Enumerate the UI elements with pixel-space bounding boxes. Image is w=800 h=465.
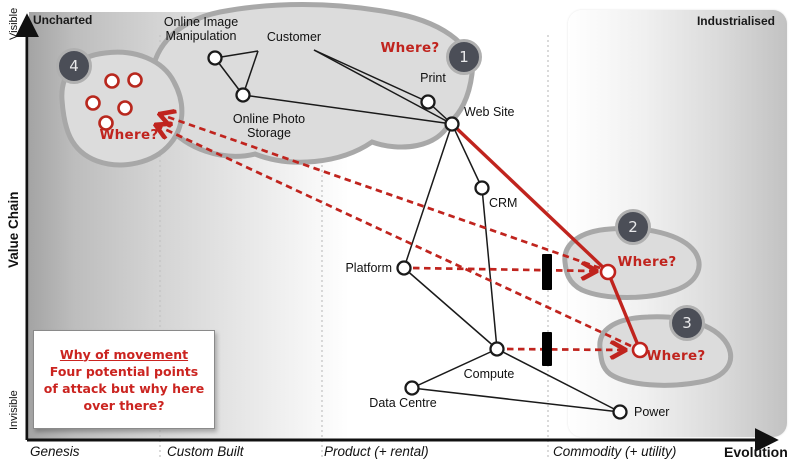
attack-line: [606, 271, 642, 351]
platform-label: Platform: [272, 261, 392, 275]
power-label-line: Power: [634, 405, 670, 419]
note-body: Four potential points of attack but why …: [43, 363, 205, 413]
component-nodes: [85, 50, 649, 420]
where-1: Where?: [380, 40, 440, 56]
movement-arrow: [158, 126, 632, 348]
node-web-site: [444, 116, 460, 132]
candidate-dot: [104, 73, 120, 89]
stage-custom-built: Custom Built: [167, 444, 244, 459]
movement-arrow: [162, 115, 601, 270]
print-label-line: Print: [420, 71, 446, 85]
evolution-label: Evolution: [724, 444, 788, 460]
where-2-node: [599, 263, 617, 281]
platform-label-line: Platform: [345, 261, 392, 275]
node-platform: [396, 260, 412, 276]
link: [411, 387, 621, 413]
candidate-dot: [85, 95, 101, 111]
movement-arrow: [412, 268, 594, 271]
component-links: [214, 49, 621, 413]
link: [242, 50, 259, 96]
crm-label: CRM: [489, 196, 517, 210]
node-power: [612, 404, 628, 420]
compute-label-line: Compute: [463, 367, 515, 381]
data-centre-label: Data Centre: [369, 396, 436, 410]
badge-4: 4: [56, 48, 92, 84]
stage-commodity: Commodity (+ utility): [553, 444, 677, 459]
compute-label: Compute: [464, 367, 515, 381]
attack-line: [450, 122, 610, 274]
crm-label-line: CRM: [489, 196, 518, 210]
where-3: Where?: [646, 348, 706, 364]
movement-arrows: [158, 115, 632, 350]
link: [481, 187, 498, 350]
value-chain-label: Value Chain: [6, 191, 21, 268]
inertia-bar: [542, 332, 552, 366]
online-image-manipulation-label-line: Online Image: [163, 15, 239, 29]
movement-arrow: [506, 349, 623, 350]
web-site-label-line: Web Site: [464, 105, 515, 119]
node-print: [420, 94, 436, 110]
link: [403, 267, 498, 350]
stage-product: Product (+ rental): [324, 444, 429, 459]
node-online-image-manipulation: [207, 50, 223, 66]
node-online-photo-storage: [235, 87, 251, 103]
web-site-label: Web Site: [464, 105, 515, 119]
note-title: Why of movement: [59, 346, 189, 362]
annotation-note: Why of movement Four potential points of…: [33, 330, 215, 429]
industrialised-label: Industrialised: [696, 14, 775, 28]
power-label: Power: [634, 405, 669, 419]
visible-label: Visible: [8, 7, 20, 40]
link: [313, 49, 429, 103]
customer-label-line: Customer: [266, 30, 322, 44]
uncharted-label: Uncharted: [33, 13, 93, 27]
where-2: Where?: [617, 254, 677, 270]
candidate-dot: [127, 72, 143, 88]
badge-3: 3: [669, 305, 705, 341]
attack-path-solid: [450, 122, 642, 351]
link: [242, 94, 453, 125]
link: [403, 123, 453, 269]
link: [411, 348, 498, 389]
online-image-manipulation-label-line: Manipulation: [165, 29, 237, 43]
badge-2: 2: [615, 209, 651, 245]
online-photo-storage-label-line: Storage: [247, 126, 291, 140]
print-label: Print: [420, 71, 446, 85]
where-4: Where?: [99, 127, 159, 143]
node-compute: [489, 341, 505, 357]
inertia-bar: [542, 254, 552, 290]
link: [214, 57, 244, 96]
stage-genesis: Genesis: [30, 444, 80, 459]
badge-1: 1: [446, 39, 482, 75]
customer-label: Customer: [267, 30, 321, 44]
link: [496, 348, 621, 413]
candidate-dot: [117, 100, 133, 116]
where-3-node: [631, 341, 649, 359]
node-data-centre: [404, 380, 420, 396]
data-centre-label-line: Data Centre: [369, 396, 437, 410]
online-photo-storage-label-line: Online Photo: [232, 112, 306, 126]
link: [313, 49, 453, 125]
inertia-bars: [542, 254, 552, 366]
node-crm: [474, 180, 490, 196]
link: [451, 123, 483, 189]
invisible-label: Invisible: [8, 390, 20, 430]
candidate-dot: [98, 115, 114, 131]
